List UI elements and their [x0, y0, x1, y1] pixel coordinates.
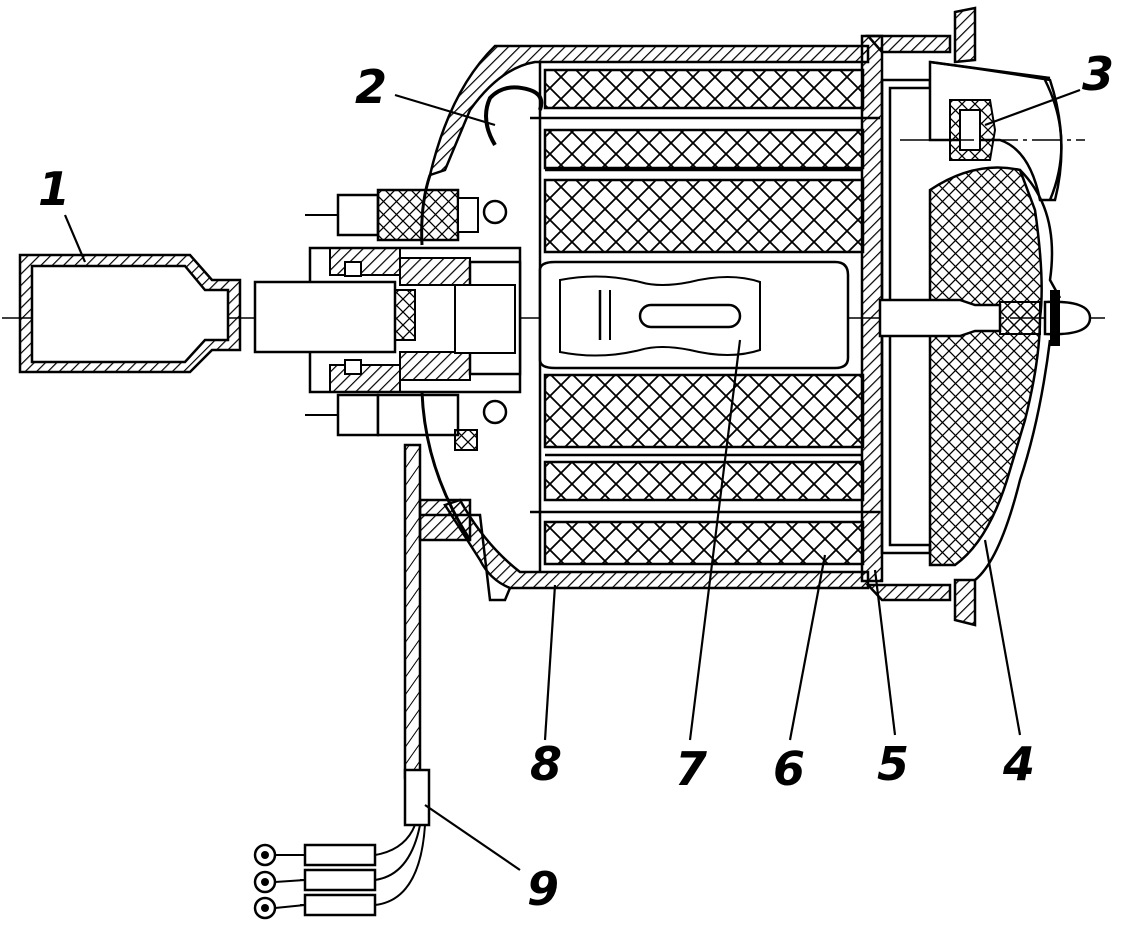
leader-lines — [63, 88, 1081, 871]
callout-9: 9 — [527, 862, 559, 916]
outer-cap — [900, 60, 1085, 581]
rotor — [538, 260, 850, 370]
shaft-right-end — [878, 290, 1092, 346]
housing-neck — [420, 174, 472, 541]
impeller-filling — [928, 166, 1043, 567]
shaft-left — [253, 280, 397, 354]
leader-6 — [788, 554, 827, 741]
callout-5: 5 — [877, 737, 909, 791]
stator-winding-top-outer — [543, 68, 865, 254]
leader-2 — [394, 93, 496, 127]
callout-2: 2 — [355, 60, 387, 114]
leader-1 — [63, 214, 87, 263]
callout-6: 6 — [773, 742, 805, 796]
leader-7 — [688, 339, 742, 741]
housing — [418, 44, 870, 602]
lifting-hook — [484, 85, 544, 147]
stator-winding-bottom-outer — [543, 373, 865, 566]
callout-8: 8 — [530, 737, 562, 791]
end-shield-ring — [860, 34, 952, 602]
leader-8 — [543, 584, 557, 741]
leader-5 — [873, 569, 897, 736]
leader-9 — [424, 804, 521, 871]
callout-1: 1 — [38, 162, 70, 216]
mounting-flange — [953, 6, 977, 627]
upper-terminal — [305, 188, 508, 242]
callout-3: 3 — [1082, 47, 1114, 101]
leader-4 — [983, 539, 1022, 736]
leader-3 — [984, 88, 1081, 127]
lower-terminal — [305, 393, 508, 451]
callout-4: 4 — [1002, 737, 1035, 791]
power-cable — [253, 443, 431, 920]
coupling-cap — [18, 253, 242, 374]
callout-7: 7 — [675, 742, 707, 796]
